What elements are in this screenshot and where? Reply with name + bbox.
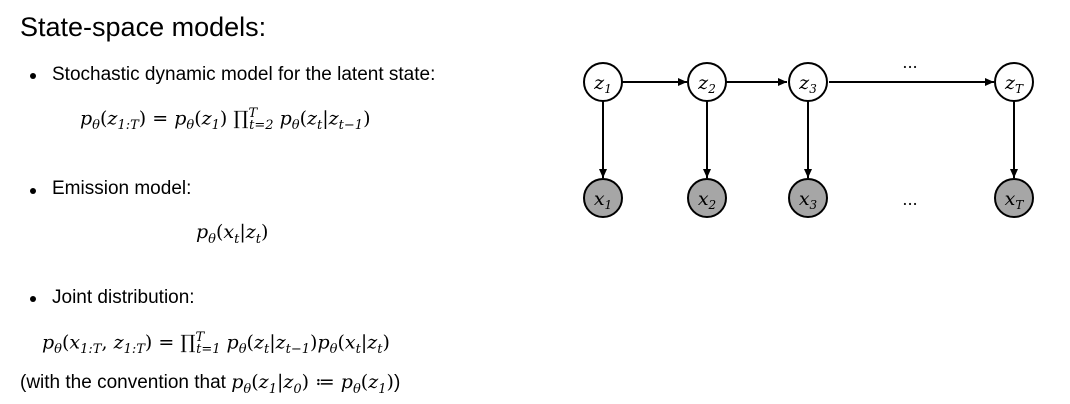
convention-formula: pθ(z1|z0) ≔ pθ(z1) <box>231 371 394 397</box>
bullet-dot <box>30 296 36 302</box>
svg-text:z2: z2 <box>697 72 716 96</box>
equation-joint-distribution: pθ(x1:T, z1:T) = ∏Tt=1 pθ(zt|zt−1)pθ(xt|… <box>42 330 390 358</box>
ellipsis-bottom: ... <box>902 190 917 209</box>
latent-node-z1: z1 <box>583 62 623 102</box>
ellipsis-top: ... <box>902 53 917 72</box>
convention-note-prefix: (with the convention that <box>20 372 232 393</box>
bullet-joint-distribution: Joint distribution: <box>52 287 195 308</box>
convention-note: (with the convention that pθ(z1|z0) ≔ pθ… <box>20 371 400 397</box>
svg-text:xT: xT <box>1005 188 1025 212</box>
bullet-dynamic-model: Stochastic dynamic model for the latent … <box>52 64 436 85</box>
observed-node-xT: xT <box>994 178 1034 218</box>
equation-emission-model: pθ(xt|zt) <box>196 221 269 247</box>
equation-dynamic-model: pθ(z1:T) = pθ(z1) ∏Tt=2 pθ(zt|zt−1) <box>80 106 371 134</box>
convention-note-suffix: ) <box>393 372 401 393</box>
bullet-dot <box>30 188 36 194</box>
slide-title: State-space models: <box>20 12 267 42</box>
svg-text:zT: zT <box>1004 72 1024 96</box>
svg-text:x3: x3 <box>799 188 818 212</box>
svg-text:x1: x1 <box>594 188 612 212</box>
latent-node-z2: z2 <box>687 62 727 102</box>
observed-node-x1: x1 <box>583 178 623 218</box>
svg-text:z1: z1 <box>593 72 612 96</box>
bullet-emission-model: Emission model: <box>52 178 192 199</box>
bullet-dot <box>30 73 36 79</box>
observed-node-x3: x3 <box>788 178 828 218</box>
observed-node-x2: x2 <box>687 178 727 218</box>
svg-text:x2: x2 <box>698 188 716 212</box>
svg-text:z3: z3 <box>798 72 817 96</box>
latent-node-zT: zT <box>994 62 1034 102</box>
latent-node-z3: z3 <box>788 62 828 102</box>
